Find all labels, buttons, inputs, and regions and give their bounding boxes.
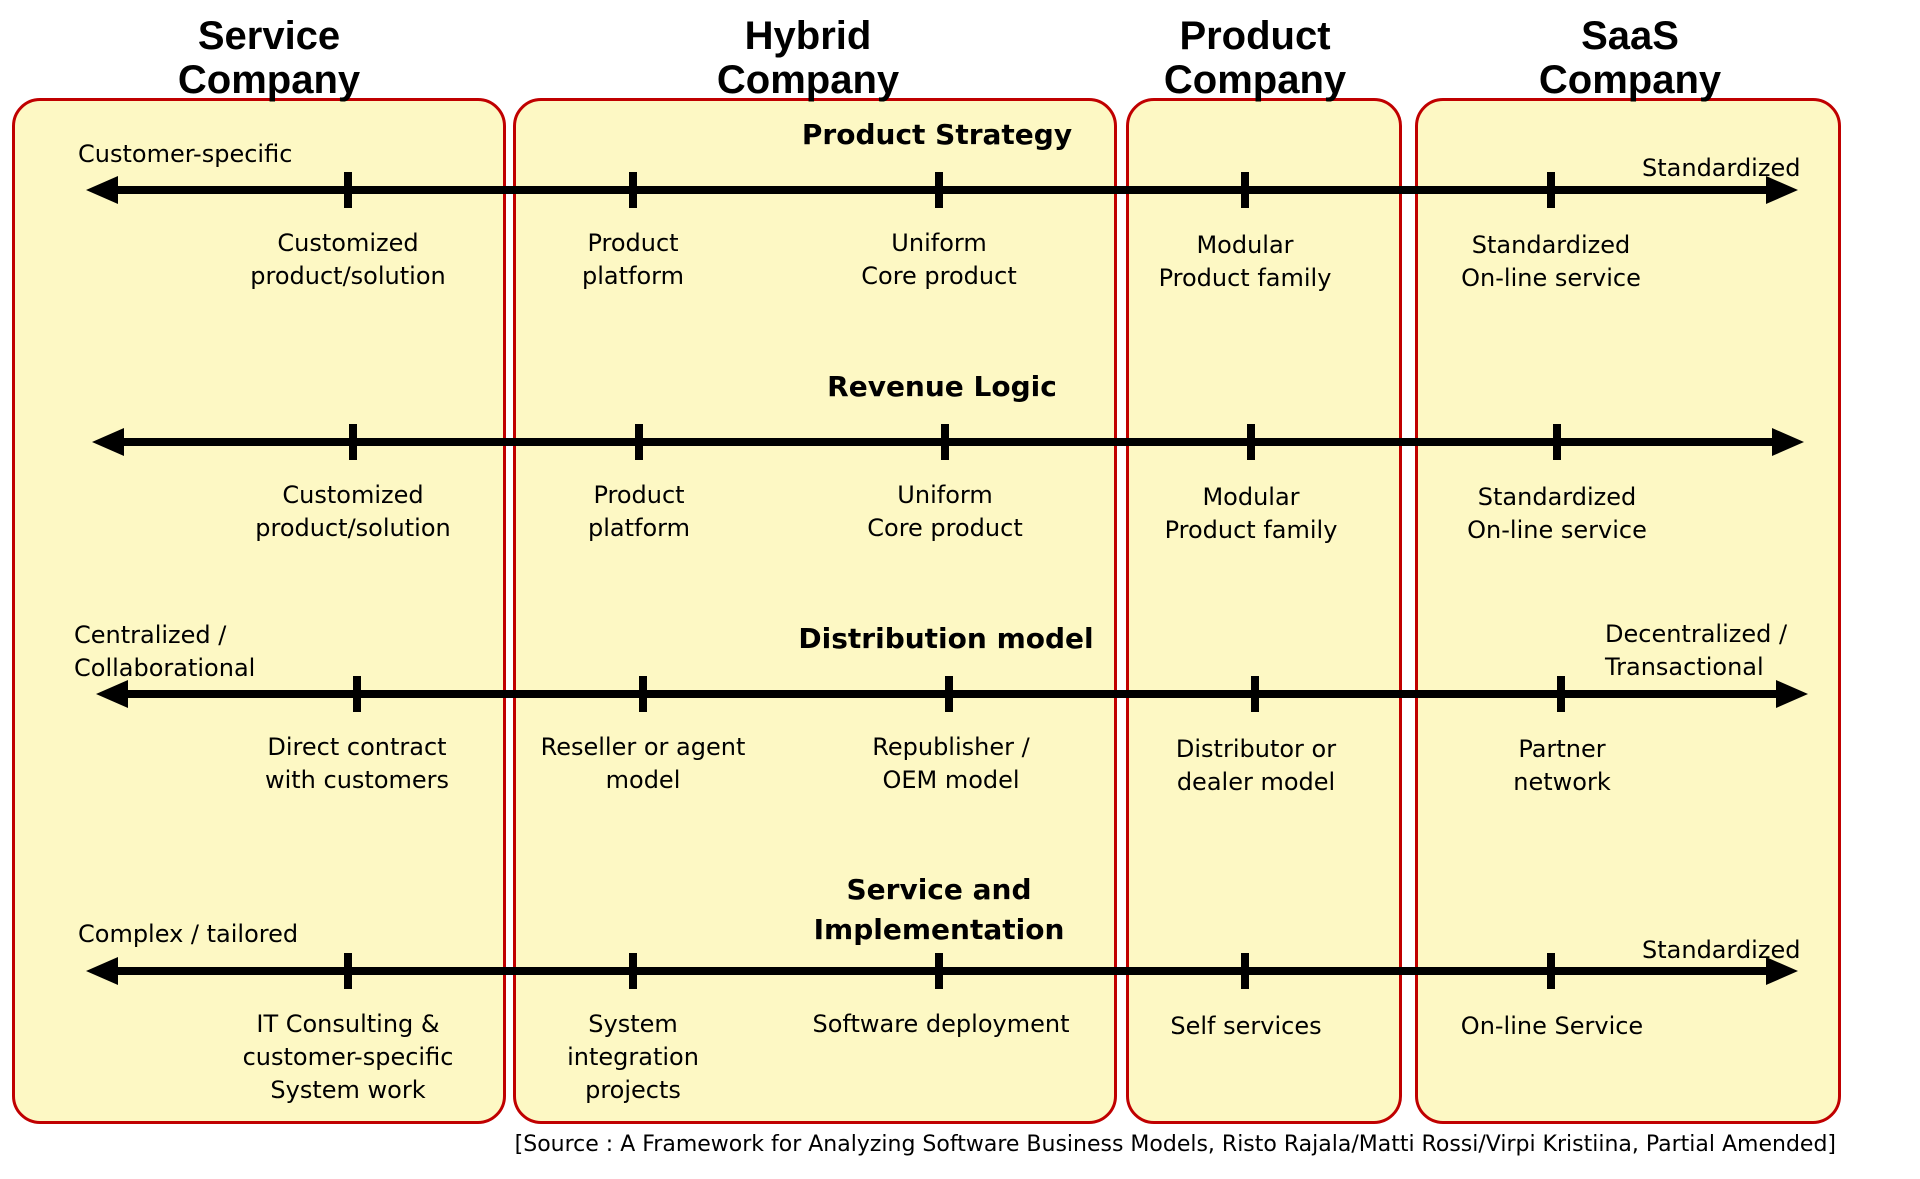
- row4-tick-4: [1241, 953, 1249, 989]
- row3-tick-4: [1251, 676, 1259, 712]
- row4-tick-label-4: Self services: [1170, 1012, 1322, 1040]
- row3-left-label: Centralized / Collaborational: [74, 621, 256, 682]
- row-title-distribution-model: Distribution model: [798, 622, 1094, 655]
- row2-tick-3: [941, 424, 949, 460]
- row3-tick-label-3: Republisher / OEM model: [872, 733, 1030, 794]
- row1-tick-label-5: Standardized On-line service: [1461, 231, 1641, 292]
- row1-left-label: Customer-specific: [78, 140, 293, 168]
- row2-tick-4: [1247, 424, 1255, 460]
- row4-tick-5: [1547, 953, 1555, 989]
- row1-tick-5: [1547, 172, 1555, 208]
- column-title-hybrid: Hybrid Company: [716, 14, 900, 102]
- row2-tick-label-3: Uniform Core product: [867, 481, 1023, 542]
- row1-tick-label-1: Customized product/solution: [250, 229, 446, 290]
- row3-tick-3: [945, 676, 953, 712]
- column-title-product: Product Company: [1163, 14, 1347, 102]
- column-title-saas: SaaS Company: [1538, 14, 1722, 102]
- row3-right-label: Decentralized / Transactional: [1605, 620, 1788, 681]
- row4-tick-label-5: On-line Service: [1460, 1012, 1644, 1040]
- row2-tick-label-1: Customized product/solution: [255, 481, 451, 542]
- row3-tick-1: [353, 676, 361, 712]
- row4-tick-label-2: System integration projects: [567, 1010, 699, 1104]
- row3-axis-right-arrow: [1776, 680, 1808, 708]
- row2-tick-label-4: Modular Product family: [1164, 483, 1338, 544]
- row2-axis-right-arrow: [1772, 428, 1804, 456]
- row1-tick-label-2: Product platform: [582, 229, 684, 290]
- row4-tick-label-3: Software deployment: [812, 1010, 1070, 1038]
- row4-axis-right-arrow: [1766, 957, 1798, 985]
- row4-left-label: Complex / tailored: [78, 920, 299, 948]
- row1-tick-3: [935, 172, 943, 208]
- row4-tick-2: [629, 953, 637, 989]
- row3-tick-label-1: Direct contract with customers: [264, 733, 450, 794]
- row4-tick-3: [935, 953, 943, 989]
- hybrid-company-box: [513, 98, 1117, 1124]
- service-company-box: [12, 98, 506, 1124]
- product-company-box: [1126, 98, 1402, 1124]
- row2-tick-5: [1553, 424, 1561, 460]
- row-title-product-strategy: Product Strategy: [801, 118, 1073, 151]
- row1-axis-right-arrow: [1766, 176, 1798, 204]
- row1-tick-2: [629, 172, 637, 208]
- row1-tick-label-4: Modular Product family: [1158, 231, 1332, 292]
- row3-tick-label-4: Distributor or dealer model: [1175, 735, 1337, 796]
- row3-tick-2: [639, 676, 647, 712]
- row4-tick-1: [344, 953, 352, 989]
- column-title-service: Service Company: [177, 14, 361, 102]
- row3-tick-label-5: Partner network: [1513, 735, 1611, 796]
- row2-tick-label-5: Standardized On-line service: [1467, 483, 1647, 544]
- row-title-service-implementation: Service and Implementation: [813, 873, 1065, 946]
- row4-tick-label-1: IT Consulting & customer-specific System…: [242, 1010, 454, 1104]
- saas-company-box: [1415, 98, 1841, 1124]
- row3-tick-label-2: Reseller or agent model: [540, 733, 746, 794]
- row-title-revenue-logic: Revenue Logic: [827, 370, 1057, 403]
- row1-tick-1: [344, 172, 352, 208]
- row3-tick-5: [1557, 676, 1565, 712]
- row2-tick-2: [635, 424, 643, 460]
- row1-tick-4: [1241, 172, 1249, 208]
- row2-tick-1: [349, 424, 357, 460]
- source-citation: [Source : A Framework for Analyzing Soft…: [514, 1132, 1836, 1157]
- row1-tick-label-3: Uniform Core product: [861, 229, 1017, 290]
- row2-tick-label-2: Product platform: [588, 481, 690, 542]
